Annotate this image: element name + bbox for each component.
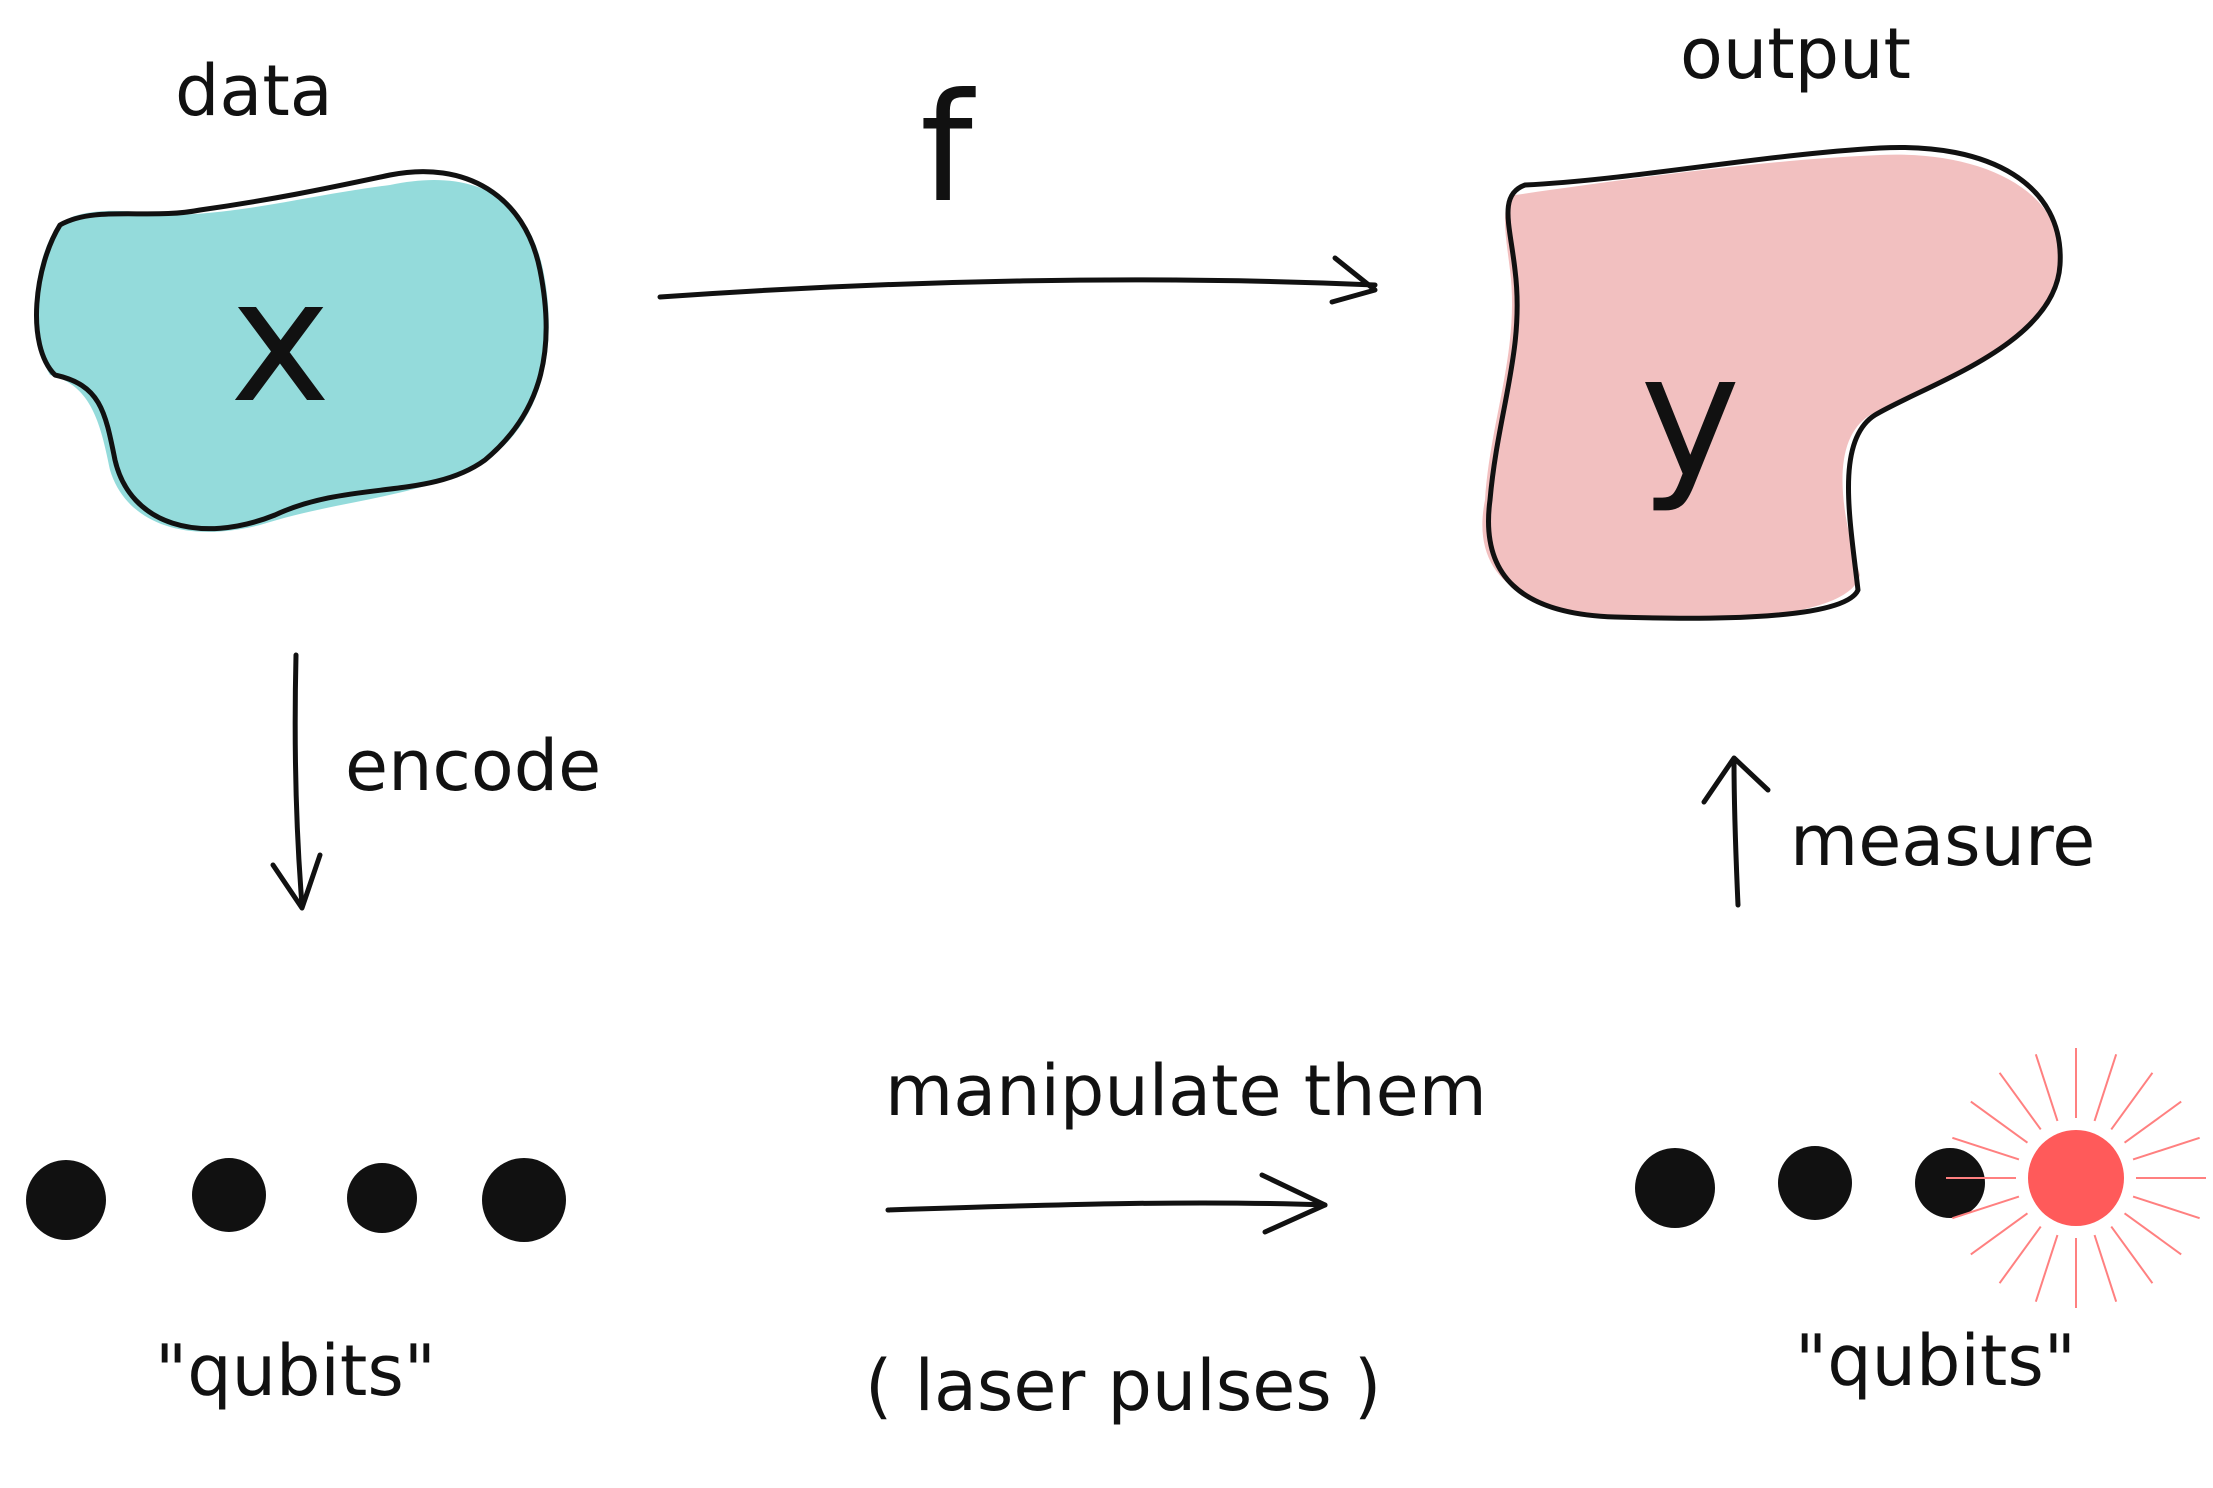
measure-arrow-head <box>1701 755 1771 805</box>
f-arrow-shaft <box>657 277 1378 300</box>
encode-arrow-head <box>270 852 323 911</box>
burst-ray <box>1970 1100 2029 1144</box>
measure-label: measure <box>1790 800 2095 882</box>
qubits-left-label: "qubits" <box>155 1330 436 1412</box>
output-blob-fill <box>1482 154 2061 620</box>
laser-pulses-label: ( laser pulses ) <box>865 1345 1381 1427</box>
qubit <box>26 1160 106 1240</box>
qubit <box>1915 1148 1985 1218</box>
data-blob-outline <box>34 169 549 532</box>
burst-ray <box>1998 1225 2042 1284</box>
qubit <box>1778 1146 1852 1220</box>
f-label: f <box>920 62 976 236</box>
encode-arrow-shaft <box>292 652 305 908</box>
encode-arrow <box>270 652 323 911</box>
burst-ray <box>2034 1234 2059 1302</box>
burst-ray <box>2093 1054 2118 1122</box>
qubit <box>1635 1148 1715 1228</box>
output-label: output <box>1680 13 1911 95</box>
burst-ray <box>1998 1072 2042 1131</box>
burst-ray <box>2093 1234 2118 1302</box>
qubits-right-label: "qubits" <box>1795 1320 2076 1402</box>
burst-ray <box>2123 1212 2182 1256</box>
f-arrow-head <box>1329 255 1378 305</box>
y-variable: y <box>1640 318 1741 516</box>
burst-ray <box>1952 1195 2020 1220</box>
manipulate-arrow-head <box>1259 1172 1328 1235</box>
output-blob-outline <box>1486 144 2063 621</box>
burst-ray <box>2123 1100 2182 1144</box>
burst-ray <box>2132 1136 2200 1161</box>
measure-arrow-shaft <box>1731 757 1741 908</box>
output-blob <box>1482 144 2063 621</box>
f-arrow <box>657 255 1378 305</box>
burst-ray <box>2110 1225 2154 1284</box>
burst-ray <box>1970 1212 2029 1256</box>
data-blob <box>34 169 549 532</box>
manipulate-arrow-shaft <box>885 1200 1328 1213</box>
x-variable: x <box>230 243 331 441</box>
qubit <box>347 1163 417 1233</box>
manipulate-arrow <box>885 1172 1328 1235</box>
measured-qubit-burst <box>1946 1048 2206 1308</box>
encode-label: encode <box>345 725 601 807</box>
qubit <box>192 1158 266 1232</box>
data-blob-fill <box>35 179 549 532</box>
measured-qubit <box>2028 1130 2124 1226</box>
qubit <box>482 1158 566 1242</box>
measure-arrow <box>1701 755 1771 908</box>
burst-ray <box>2132 1195 2200 1220</box>
left-qubits <box>26 1158 566 1242</box>
burst-ray <box>1952 1136 2020 1161</box>
manipulate-label: manipulate them <box>885 1050 1487 1132</box>
burst-ray <box>2110 1072 2154 1131</box>
right-qubits <box>1635 1048 2206 1308</box>
data-label: data <box>175 50 333 132</box>
burst-ray <box>2034 1054 2059 1122</box>
